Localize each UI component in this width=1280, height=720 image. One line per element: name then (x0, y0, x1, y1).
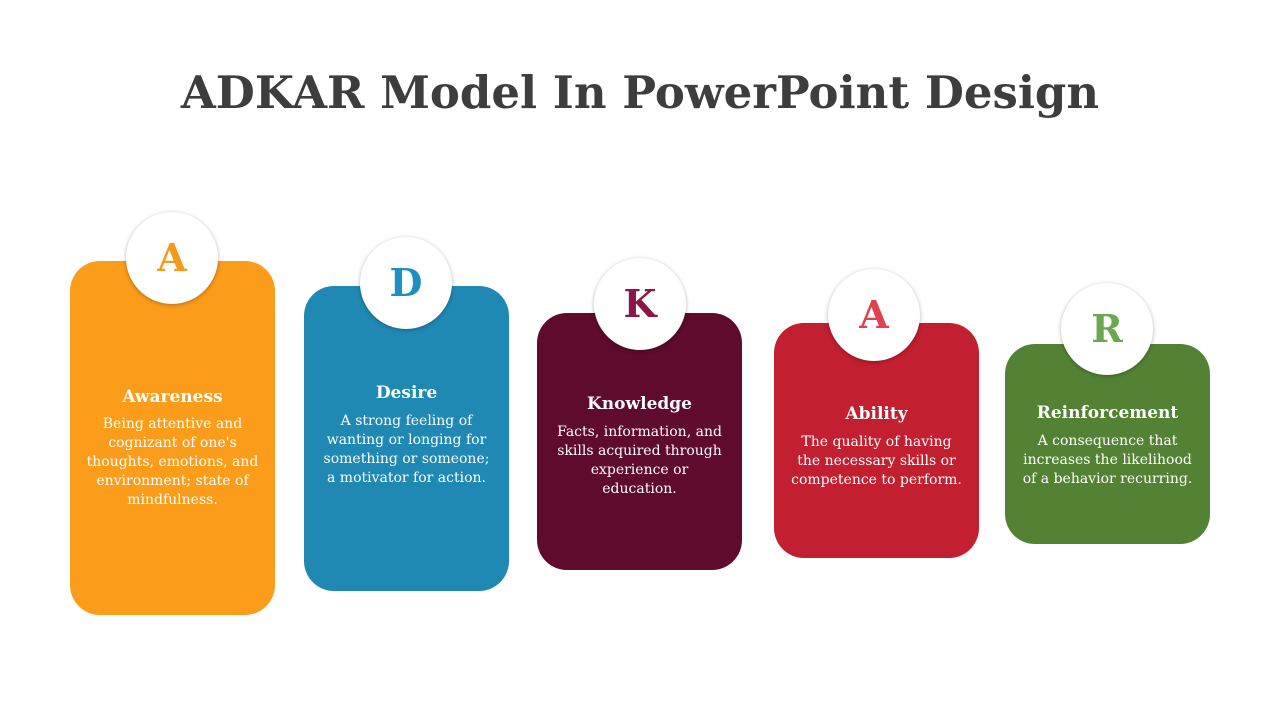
card-heading-knowledge: Knowledge (587, 394, 692, 414)
card-text-ability: The quality of having the necessary skil… (791, 434, 962, 488)
badge-knowledge: K (594, 258, 686, 350)
card-knowledge: Knowledge Facts, information, and skills… (537, 313, 742, 570)
badge-desire: D (360, 237, 452, 329)
card-heading-desire: Desire (375, 383, 438, 403)
card-awareness: Awareness Being attentive and cognizant … (70, 261, 275, 615)
card-desire: Desire A strong feeling of wanting or lo… (304, 286, 509, 591)
card-reinforcement: Reinforcement A consequence that increas… (1005, 344, 1210, 544)
card-ability: Ability The quality of having the necess… (774, 323, 979, 558)
card-text-awareness: Being attentive and cognizant of one's t… (86, 416, 259, 508)
card-heading-ability: Ability (845, 404, 908, 424)
card-text-reinforcement: A consequence that increases the likelih… (1022, 433, 1193, 487)
slide-title: ADKAR Model In PowerPoint Design (180, 66, 1100, 119)
card-heading-awareness: Awareness (122, 387, 223, 407)
badge-letter-desire: D (389, 260, 423, 305)
badge-reinforcement: R (1061, 283, 1153, 375)
badge-letter-ability: A (859, 292, 889, 337)
card-heading-reinforcement: Reinforcement (1036, 403, 1179, 423)
badge-letter-awareness: A (157, 235, 187, 280)
badge-letter-knowledge: K (623, 281, 657, 326)
card-text-desire: A strong feeling of wanting or longing f… (323, 413, 490, 486)
card-text-knowledge: Facts, information, and skills acquired … (557, 424, 722, 497)
badge-ability: A (828, 269, 920, 361)
badge-letter-reinforcement: R (1091, 306, 1123, 351)
badge-awareness: A (126, 212, 218, 304)
